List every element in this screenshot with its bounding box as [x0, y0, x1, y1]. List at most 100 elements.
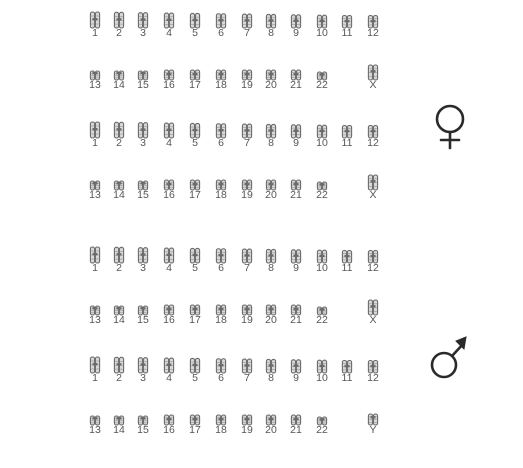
chromosome-number-label: 2 [116, 137, 122, 149]
chromosome-number-label: 5 [192, 27, 198, 39]
chromosome [216, 359, 225, 373]
chromosome-number-label: 7 [244, 262, 250, 274]
chromosome [266, 14, 275, 28]
chromosome [138, 123, 147, 138]
chromosome [114, 247, 123, 263]
sex-chromosome [368, 175, 377, 190]
female-symbol-icon [437, 106, 463, 148]
chromosome-number-label: 15 [137, 189, 149, 201]
chromosome-number-label: 1 [92, 262, 98, 274]
chromosome-number-label: 7 [244, 137, 250, 149]
chromosome-number-label: 22 [316, 424, 328, 436]
chromosome-number-label: 18 [215, 79, 227, 91]
chromosome [164, 358, 173, 373]
chromosome-number-label: 6 [218, 262, 224, 274]
male-symbol-icon [432, 337, 466, 377]
chromosome-number-label: 11 [342, 262, 353, 274]
chromosome-number-label: 10 [316, 27, 328, 39]
chromosome [164, 123, 173, 138]
chromosome-number-label: 10 [316, 372, 328, 384]
chromosome-number-label: 18 [215, 424, 227, 436]
chromosome-number-label: 1 [92, 372, 98, 384]
chromosome [216, 14, 225, 28]
chromosome-number-label: 19 [241, 424, 253, 436]
chromosome-number-label: 15 [137, 424, 149, 436]
chromosome-number-label: 4 [166, 372, 172, 384]
chromosome-number-label: 22 [316, 314, 328, 326]
chromosome [242, 14, 251, 28]
chromosome-number-label: 13 [89, 424, 101, 436]
chromosome [90, 247, 99, 263]
chromosome [190, 358, 199, 373]
chromosome [266, 249, 275, 263]
chromosome-number-label: 19 [241, 314, 253, 326]
chromosome [266, 359, 275, 373]
chromosome-number-label: 1 [92, 137, 98, 149]
chromosome-number-label: 18 [215, 189, 227, 201]
chromosome-number-label: 7 [244, 372, 250, 384]
chromosome-number-label: 10 [316, 262, 328, 274]
chromosome-number-label: 6 [218, 27, 224, 39]
chromosome-number-label: 8 [268, 262, 274, 274]
sex-chromosome-label: Y [369, 424, 376, 436]
chromosome-number-label: 3 [140, 372, 146, 384]
chromosome [190, 13, 199, 28]
chromosome [216, 249, 225, 263]
chromosome-number-label: 22 [316, 79, 328, 91]
chromosome-number-label: 2 [116, 372, 122, 384]
chromosome-number-label: 6 [218, 137, 224, 149]
chromosome-number-label: 2 [116, 262, 122, 274]
chromosome-number-label: 3 [140, 137, 146, 149]
chromosome [164, 248, 173, 263]
sex-chromosome-label: X [369, 79, 376, 91]
chromosome-number-label: 6 [218, 372, 224, 384]
chromosome-number-label: 20 [265, 189, 277, 201]
chromosome-number-label: 11 [342, 27, 353, 39]
chromosome-number-label: 11 [342, 137, 353, 149]
sex-chromosome [368, 300, 377, 315]
chromosome-number-label: 14 [113, 314, 125, 326]
chromosome-number-label: 9 [293, 137, 299, 149]
chromosome [242, 124, 251, 138]
chromosome [138, 358, 147, 373]
chromosome-number-label: 2 [116, 27, 122, 39]
chromosome-number-label: 10 [316, 137, 328, 149]
chromosome-number-label: 19 [241, 189, 253, 201]
chromosome-number-label: 16 [163, 314, 175, 326]
chromosome-number-label: 16 [163, 424, 175, 436]
chromosome-number-label: 4 [166, 137, 172, 149]
chromosome [138, 13, 147, 28]
chromosome-number-label: 14 [113, 189, 125, 201]
chromosome-number-label: 4 [166, 27, 172, 39]
chromosome-number-label: 21 [290, 79, 302, 91]
chromosome-number-label: 13 [89, 189, 101, 201]
chromosome [242, 249, 251, 263]
chromosome-number-label: 22 [316, 189, 328, 201]
chromosome-number-label: 17 [189, 79, 201, 91]
chromosome-number-label: 15 [137, 314, 149, 326]
chromosome-number-label: 14 [113, 424, 125, 436]
chromosome [114, 122, 123, 138]
chromosome [242, 359, 251, 373]
chromosome-number-label: 9 [293, 27, 299, 39]
chromosome-number-label: 14 [113, 79, 125, 91]
chromosome-number-label: 13 [89, 79, 101, 91]
chromosome [266, 124, 275, 138]
chromosome [90, 122, 99, 138]
sex-chromosome-label: X [369, 314, 376, 326]
chromosome-number-label: 12 [367, 27, 379, 39]
chromosome-number-label: 18 [215, 314, 227, 326]
chromosome [190, 248, 199, 263]
chromosome-number-label: 13 [89, 314, 101, 326]
chromosome-number-label: 21 [290, 189, 302, 201]
chromosome-number-label: 8 [268, 372, 274, 384]
chromosome [90, 12, 99, 28]
chromosome-layer [90, 12, 377, 425]
sex-chromosome [368, 65, 377, 80]
chromosome-number-label: 17 [189, 424, 201, 436]
chromosome-number-label: 21 [290, 314, 302, 326]
chromosome-number-label: 5 [192, 262, 198, 274]
chromosome [114, 357, 123, 373]
